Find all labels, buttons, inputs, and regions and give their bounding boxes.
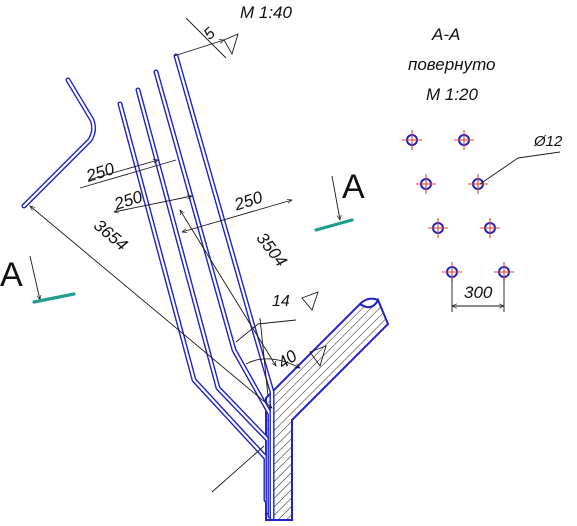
finish-marks — [223, 33, 327, 368]
main-view-scale: М 1:40 — [240, 3, 293, 22]
dim-250-b: 250 — [111, 187, 145, 214]
section-title: А-А — [431, 25, 460, 44]
section-scale: М 1:20 — [426, 85, 479, 104]
section-letter-left: A — [0, 256, 23, 294]
section-bar-point — [454, 130, 474, 150]
dim-3654: 3654 — [90, 216, 131, 255]
dim-14: 14 — [272, 293, 290, 310]
section-bar-point — [416, 174, 436, 194]
dimension-lines — [30, 17, 300, 493]
section-bar-point — [428, 218, 448, 238]
dim-250-a: 250 — [83, 159, 117, 186]
section-dimensions — [452, 151, 561, 312]
section-letter-right: A — [342, 168, 365, 206]
section-diameter: Ø12 — [533, 133, 563, 150]
section-bar-point — [480, 218, 500, 238]
section-marker-left — [29, 255, 76, 304]
section-bar-point — [468, 174, 488, 194]
dim-3504: 3504 — [252, 229, 290, 271]
section-subtitle: повернуто — [408, 55, 496, 74]
rebar-hooked — [21, 77, 97, 209]
dim-5: 5 — [201, 25, 219, 44]
section-bar-point — [402, 130, 422, 150]
concrete-wall — [265, 297, 390, 521]
dim-250-c: 250 — [231, 187, 265, 214]
section-spacing: 300 — [464, 283, 493, 302]
rebar-group — [21, 53, 275, 521]
section-bars — [402, 130, 514, 282]
section-marker-right — [314, 175, 354, 232]
